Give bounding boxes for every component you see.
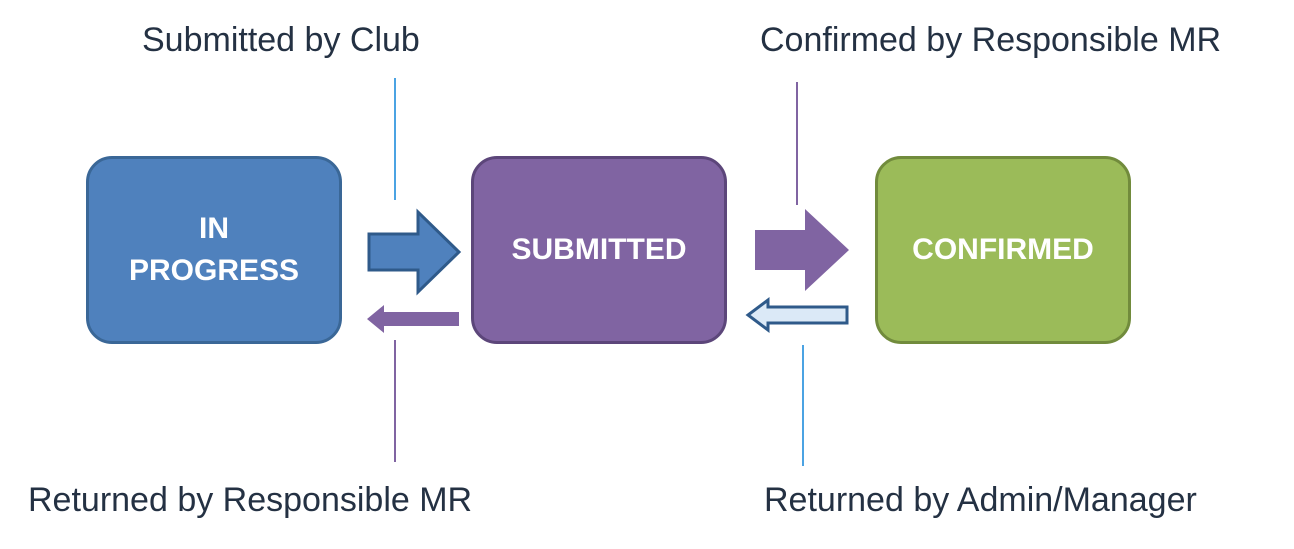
confirmed-state-label: CONFIRMED	[912, 233, 1094, 266]
submitted-state-box: SUBMITTED	[471, 156, 727, 344]
in-progress-state-label: IN PROGRESS	[128, 212, 300, 287]
in-progress-state-box: IN PROGRESS	[86, 156, 342, 344]
returned-by-admin-label: Returned by Admin/Manager	[764, 481, 1197, 519]
return-to-submitted-arrow	[745, 297, 849, 333]
submitted-state-label: SUBMITTED	[511, 233, 687, 266]
submitted-by-club-label: Submitted by Club	[142, 21, 420, 59]
submit-forward-arrow	[367, 208, 462, 296]
confirmed-by-mr-label: Confirmed by Responsible MR	[760, 21, 1222, 59]
return-to-in-progress-arrow	[367, 305, 459, 333]
returned-by-mr-label: Returned by Responsible MR	[28, 481, 473, 519]
confirmed-state-box: CONFIRMED	[875, 156, 1131, 344]
confirm-forward-arrow	[755, 209, 849, 291]
